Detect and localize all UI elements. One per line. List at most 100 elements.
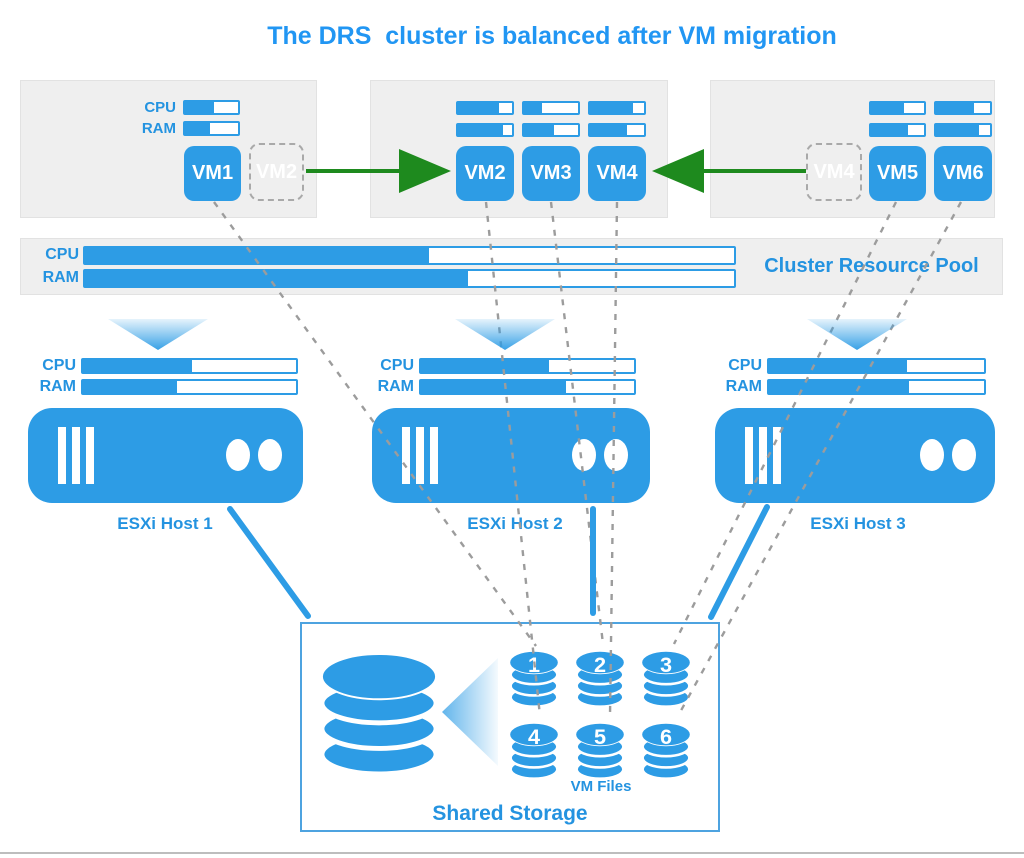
server-vent-icon — [773, 427, 781, 484]
vm5-ram-bar-fill — [871, 125, 909, 135]
ram-label: RAM — [42, 269, 79, 286]
server-vent-icon — [402, 427, 410, 484]
vm6-cpu-bar — [934, 101, 992, 115]
host3-storage-link-line — [708, 504, 770, 620]
server-led-icon — [226, 439, 250, 471]
vm6-ram-bar-fill — [936, 125, 980, 135]
ram-label: RAM — [377, 378, 414, 395]
server-vent-icon — [416, 427, 424, 484]
vm-tile-vm4: VM4 — [588, 146, 646, 201]
vm-tile-label: VM3 — [530, 162, 572, 184]
vm4-cpu-bar — [588, 101, 646, 115]
vm-ghost-label: VM2 — [255, 160, 298, 183]
esxi-host1-icon — [28, 408, 303, 503]
vm1-cpu-bar-fill — [185, 102, 214, 113]
ram-label: RAM — [725, 378, 762, 395]
vm-tile-label: VM6 — [942, 162, 984, 184]
down-arrow-icon — [455, 319, 555, 350]
pool-cpu-bar — [83, 246, 736, 265]
server-led-icon — [572, 439, 596, 471]
host1-ram-bar — [81, 379, 298, 395]
host3-ram-bar-fill — [769, 381, 909, 393]
disk-stack-icon-2: 2 — [575, 650, 625, 709]
host3-cpu-bar-fill — [769, 360, 907, 372]
vm3-ram-bar-fill — [524, 125, 555, 135]
host1-ram-bar-fill — [83, 381, 177, 393]
shared-storage-box: 1 2 3 4 5 — [300, 622, 720, 832]
cpu-label: CPU — [144, 99, 176, 116]
vm-tile-label: VM1 — [191, 162, 234, 184]
down-arrow-icon — [807, 319, 907, 350]
vm4-ram-bar — [588, 123, 646, 137]
esxi-host1-label: ESXi Host 1 — [117, 514, 213, 533]
host3-ram-bar — [767, 379, 986, 395]
vm5-ram-bar — [869, 123, 926, 137]
server-vent-icon — [759, 427, 767, 484]
server-vent-icon — [72, 427, 80, 484]
host2-ram-bar — [419, 379, 636, 395]
cpu-label: CPU — [380, 357, 414, 374]
vm3-cpu-bar-fill — [524, 103, 542, 113]
vm6-ram-bar — [934, 123, 992, 137]
diagram-title: The DRS cluster is balanced after VM mig… — [267, 22, 837, 50]
host2-cpu-bar — [419, 358, 636, 374]
vm5-cpu-bar — [869, 101, 926, 115]
disk-number: 3 — [660, 652, 672, 677]
server-vent-icon — [430, 427, 438, 484]
vm2-ram-bar — [456, 123, 514, 137]
server-led-icon — [920, 439, 944, 471]
vm1-ram-bar — [183, 121, 240, 136]
database-icon — [319, 653, 439, 777]
vm-tile-label: VM2 — [464, 162, 506, 184]
vm-ghost-label: VM4 — [813, 160, 855, 183]
disk-number: 1 — [528, 652, 540, 677]
vm-tile-vm2: VM2 — [456, 146, 514, 201]
server-led-icon — [952, 439, 976, 471]
ram-label: RAM — [39, 378, 76, 395]
host2-cpu-bar-fill — [421, 360, 549, 372]
disk-stack-icon-1: 1 — [509, 650, 559, 709]
vm-ghost-vm2: VM2 — [249, 143, 304, 201]
cpu-label: CPU — [728, 357, 762, 374]
esxi-host2-icon — [372, 408, 650, 503]
vm-files-label: VM Files — [570, 778, 632, 795]
host3-cpu-bar — [767, 358, 986, 374]
vm-tile-label: VM5 — [876, 162, 919, 184]
server-vent-icon — [58, 427, 66, 484]
vm-tile-vm6: VM6 — [934, 146, 992, 201]
vm1-cpu-bar — [183, 100, 240, 115]
vm-tile-vm5: VM5 — [869, 146, 926, 201]
disk-stack-icon-6: 6 — [641, 722, 691, 781]
disk-number: 2 — [594, 652, 606, 677]
server-vent-icon — [745, 427, 753, 484]
disk-number: 5 — [594, 724, 606, 749]
vm4-cpu-bar-fill — [590, 103, 634, 113]
cpu-label: CPU — [45, 246, 79, 263]
host1-vm-panel: CPU RAM VM1 VM2 — [20, 80, 317, 218]
pool-cpu-bar-fill — [85, 248, 429, 263]
cpu-label: CPU — [42, 357, 76, 374]
vm1-ram-bar-fill — [185, 123, 210, 134]
vm-tile-vm1: VM1 — [184, 146, 241, 201]
disk-stack-icon-3: 3 — [641, 650, 691, 709]
down-arrow-icon — [108, 319, 208, 350]
esxi-host2-label: ESXi Host 2 — [467, 514, 563, 533]
shared-storage-label: Shared Storage — [432, 802, 588, 825]
vm3-ram-bar — [522, 123, 580, 137]
vm2-ram-bar-fill — [458, 125, 504, 135]
host1-cpu-bar-fill — [83, 360, 192, 372]
server-led-icon — [604, 439, 628, 471]
vm3-cpu-bar — [522, 101, 580, 115]
vm5-cpu-bar-fill — [871, 103, 904, 113]
vm-tile-vm3: VM3 — [522, 146, 580, 201]
vm-tile-label: VM4 — [596, 162, 638, 184]
vm-ghost-vm4: VM4 — [806, 143, 862, 201]
disk-number: 6 — [660, 724, 672, 749]
disk-stack-icon-5: 5 — [575, 722, 625, 781]
vm4-ram-bar-fill — [590, 125, 627, 135]
bottom-divider — [0, 852, 1024, 854]
host1-cpu-bar — [81, 358, 298, 374]
cluster-resource-pool: CPU RAM Cluster Resource Pool — [20, 238, 1003, 295]
cluster-pool-title: Cluster Resource Pool — [764, 255, 979, 277]
